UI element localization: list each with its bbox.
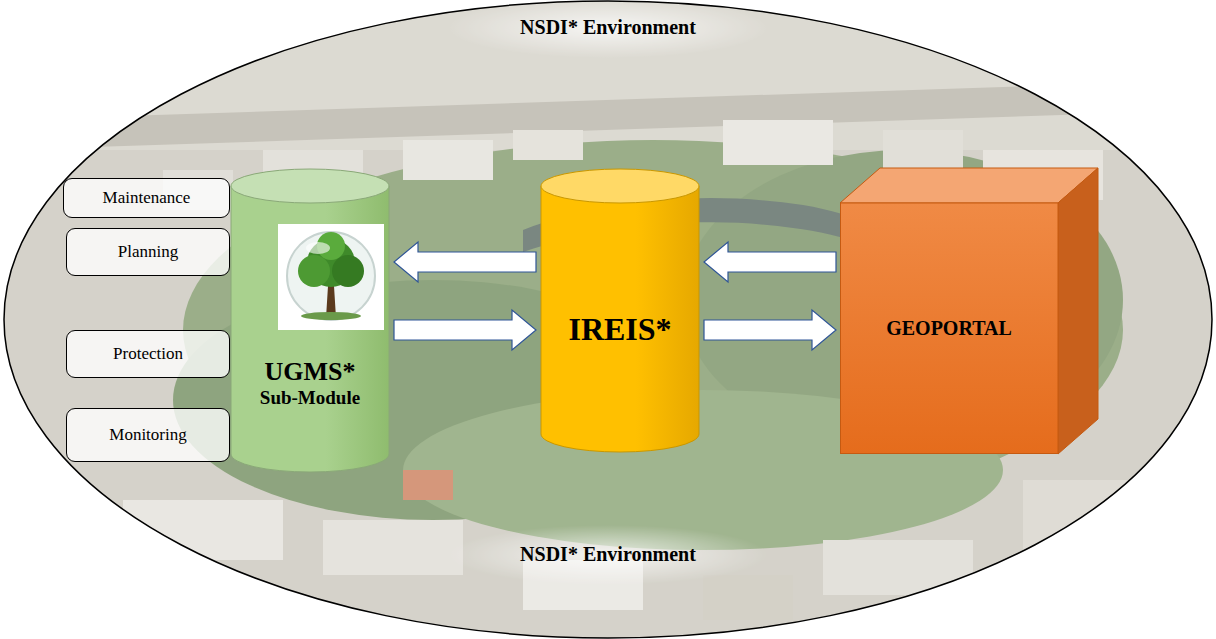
- ugms-cylinder-shape: [230, 168, 390, 472]
- block-arrow: [394, 242, 536, 282]
- block-arrow: [704, 242, 836, 282]
- geoportal-cube: [840, 168, 1098, 454]
- ugms-cylinder: UGMS*Sub-Module: [230, 168, 390, 472]
- function-box: Planning: [66, 228, 230, 276]
- cube-front-text-box: GEOPORTAL: [840, 203, 1058, 454]
- block-arrow: [394, 310, 536, 350]
- function-box: Protection: [66, 330, 230, 378]
- ireis-cylinder: IREIS*: [540, 168, 700, 452]
- function-box: Maintenance: [63, 178, 230, 218]
- title-holder: NSDI* Environment: [3, 543, 1213, 566]
- ireis-cylinder-shape: [540, 168, 700, 452]
- environment-title: NSDI* Environment: [520, 543, 696, 566]
- function-label: Monitoring: [109, 425, 186, 445]
- system-name: IREIS*: [568, 311, 671, 348]
- block-arrow: [704, 310, 836, 350]
- function-label: Maintenance: [103, 188, 191, 208]
- module-name: UGMS*: [265, 358, 356, 387]
- module-subtitle: Sub-Module: [260, 387, 360, 410]
- function-label: Protection: [113, 344, 183, 364]
- title-holder: NSDI* Environment: [3, 16, 1213, 39]
- function-label: Planning: [118, 242, 178, 262]
- cylinder-text-box: IREIS*: [540, 311, 700, 348]
- function-box: Monitoring: [66, 408, 230, 462]
- portal-name: GEOPORTAL: [886, 317, 1012, 340]
- environment-ellipse: NSDI* EnvironmentNSDI* EnvironmentUGMS*S…: [3, 0, 1213, 639]
- environment-title: NSDI* Environment: [520, 16, 696, 39]
- cylinder-text-box: UGMS*Sub-Module: [230, 358, 390, 409]
- tree-icon: [278, 224, 384, 330]
- geoportal-box: GEOPORTAL: [840, 168, 1098, 454]
